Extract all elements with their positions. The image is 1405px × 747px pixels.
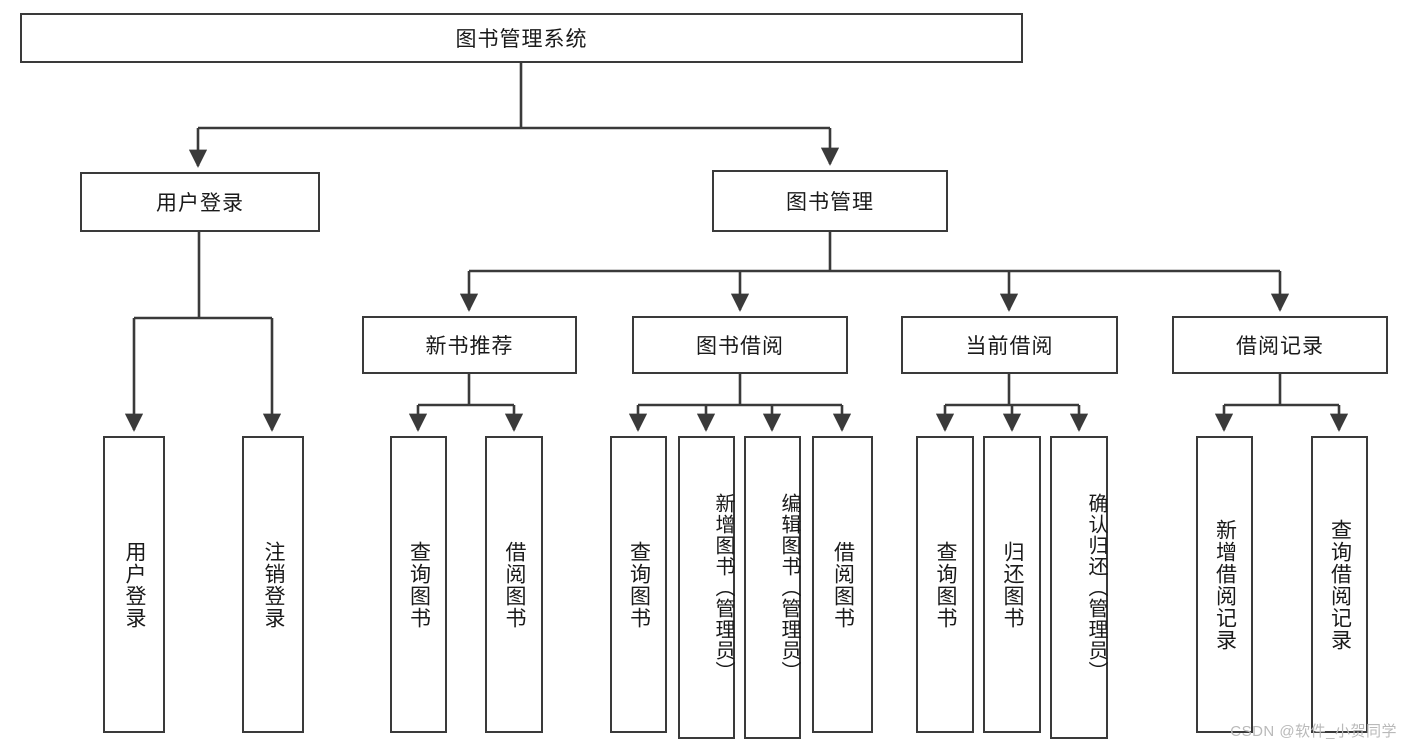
node-new-book-recommend[interactable]: 新书推荐: [362, 316, 577, 374]
watermark: CSDN @软件_小贺同学: [1230, 723, 1397, 740]
node-book-manage[interactable]: 图书管理: [712, 170, 948, 232]
node-leaf-borrow-book-bb[interactable]: 借阅图书: [812, 436, 873, 733]
node-book-borrow[interactable]: 图书借阅: [632, 316, 848, 374]
node-leaf-add-borrow-record[interactable]: 新增借阅记录: [1196, 436, 1253, 733]
node-leaf-query-borrow-record[interactable]: 查询借阅记录: [1311, 436, 1368, 733]
node-root[interactable]: 图书管理系统: [20, 13, 1023, 63]
node-leaf-add-book-admin[interactable]: 新增图书（管理员）: [678, 436, 735, 739]
node-leaf-edit-book-admin[interactable]: 编辑图书（管理员）: [744, 436, 801, 739]
node-leaf-borrow-book-rec[interactable]: 借阅图书: [485, 436, 543, 733]
node-leaf-query-book-bb[interactable]: 查询图书: [610, 436, 667, 733]
node-user-login[interactable]: 用户登录: [80, 172, 320, 232]
node-borrow-record[interactable]: 借阅记录: [1172, 316, 1388, 374]
node-leaf-user-login[interactable]: 用户登录: [103, 436, 165, 733]
node-current-borrow[interactable]: 当前借阅: [901, 316, 1118, 374]
node-leaf-query-book-rec[interactable]: 查询图书: [390, 436, 447, 733]
node-leaf-confirm-return-admin[interactable]: 确认归还（管理员）: [1050, 436, 1108, 739]
node-leaf-query-book-cb[interactable]: 查询图书: [916, 436, 974, 733]
node-leaf-return-book[interactable]: 归还图书: [983, 436, 1041, 733]
node-leaf-user-logout[interactable]: 注销登录: [242, 436, 304, 733]
